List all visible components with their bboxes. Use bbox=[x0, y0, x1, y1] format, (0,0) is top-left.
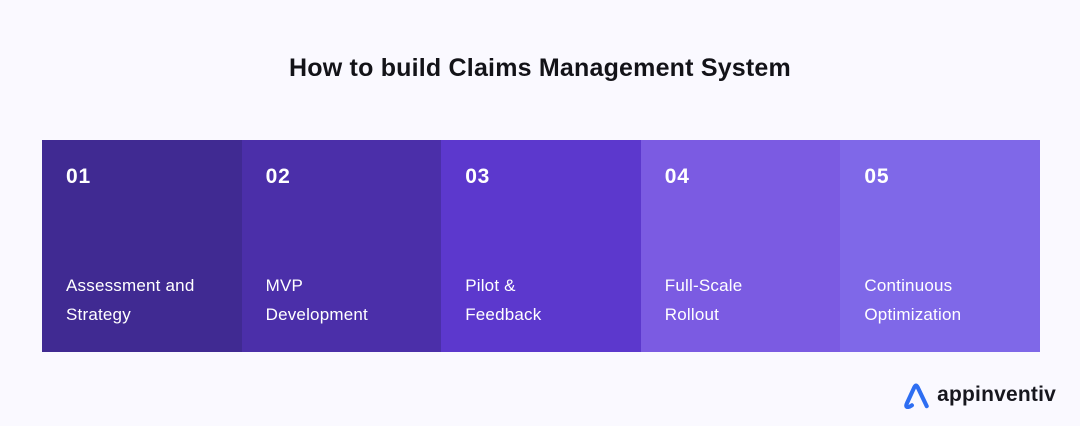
step-number: 05 bbox=[864, 165, 890, 188]
step-assessment-and-strategy: 01 Assessment and Strategy bbox=[42, 140, 242, 352]
step-label: Assessment and Strategy bbox=[66, 271, 228, 329]
step-label-line: Feedback bbox=[465, 305, 542, 324]
step-number: 01 bbox=[66, 165, 91, 188]
step-label: Full-Scale Rollout bbox=[665, 271, 827, 329]
step-label-line: Continuous bbox=[864, 276, 953, 295]
step-number: 03 bbox=[465, 165, 491, 188]
step-mvp-development: 02 MVP Development bbox=[241, 140, 442, 352]
step-label: Pilot & Feedback bbox=[465, 271, 627, 329]
step-label-line: Strategy bbox=[66, 305, 131, 324]
step-number: 04 bbox=[664, 165, 690, 188]
page-title: How to build Claims Management System bbox=[289, 54, 791, 82]
step-label-line: MVP bbox=[265, 276, 304, 295]
step-label-line: Optimization bbox=[864, 305, 962, 324]
step-label: MVP Development bbox=[266, 271, 428, 329]
appinventiv-a-icon bbox=[902, 381, 930, 409]
step-label: Continuous Optimization bbox=[864, 271, 1026, 329]
process-steps-band: 01 Assessment and Strategy 02 MVP Develo… bbox=[42, 140, 1040, 352]
step-label-line: Assessment and bbox=[66, 276, 195, 295]
step-label-line: Rollout bbox=[664, 305, 720, 324]
step-full-scale-rollout: 04 Full-Scale Rollout bbox=[640, 140, 841, 352]
step-continuous-optimization: 05 Continuous Optimization bbox=[840, 140, 1040, 352]
step-label-line: Full-Scale bbox=[664, 276, 743, 295]
step-pilot-and-feedback: 03 Pilot & Feedback bbox=[441, 140, 641, 352]
step-number: 02 bbox=[265, 165, 291, 188]
step-label-line: Development bbox=[265, 305, 368, 324]
appinventiv-logo-text: appinventiv bbox=[937, 383, 1056, 406]
appinventiv-logo: appinventiv bbox=[902, 381, 1056, 409]
step-label-line: Pilot & bbox=[465, 276, 516, 295]
